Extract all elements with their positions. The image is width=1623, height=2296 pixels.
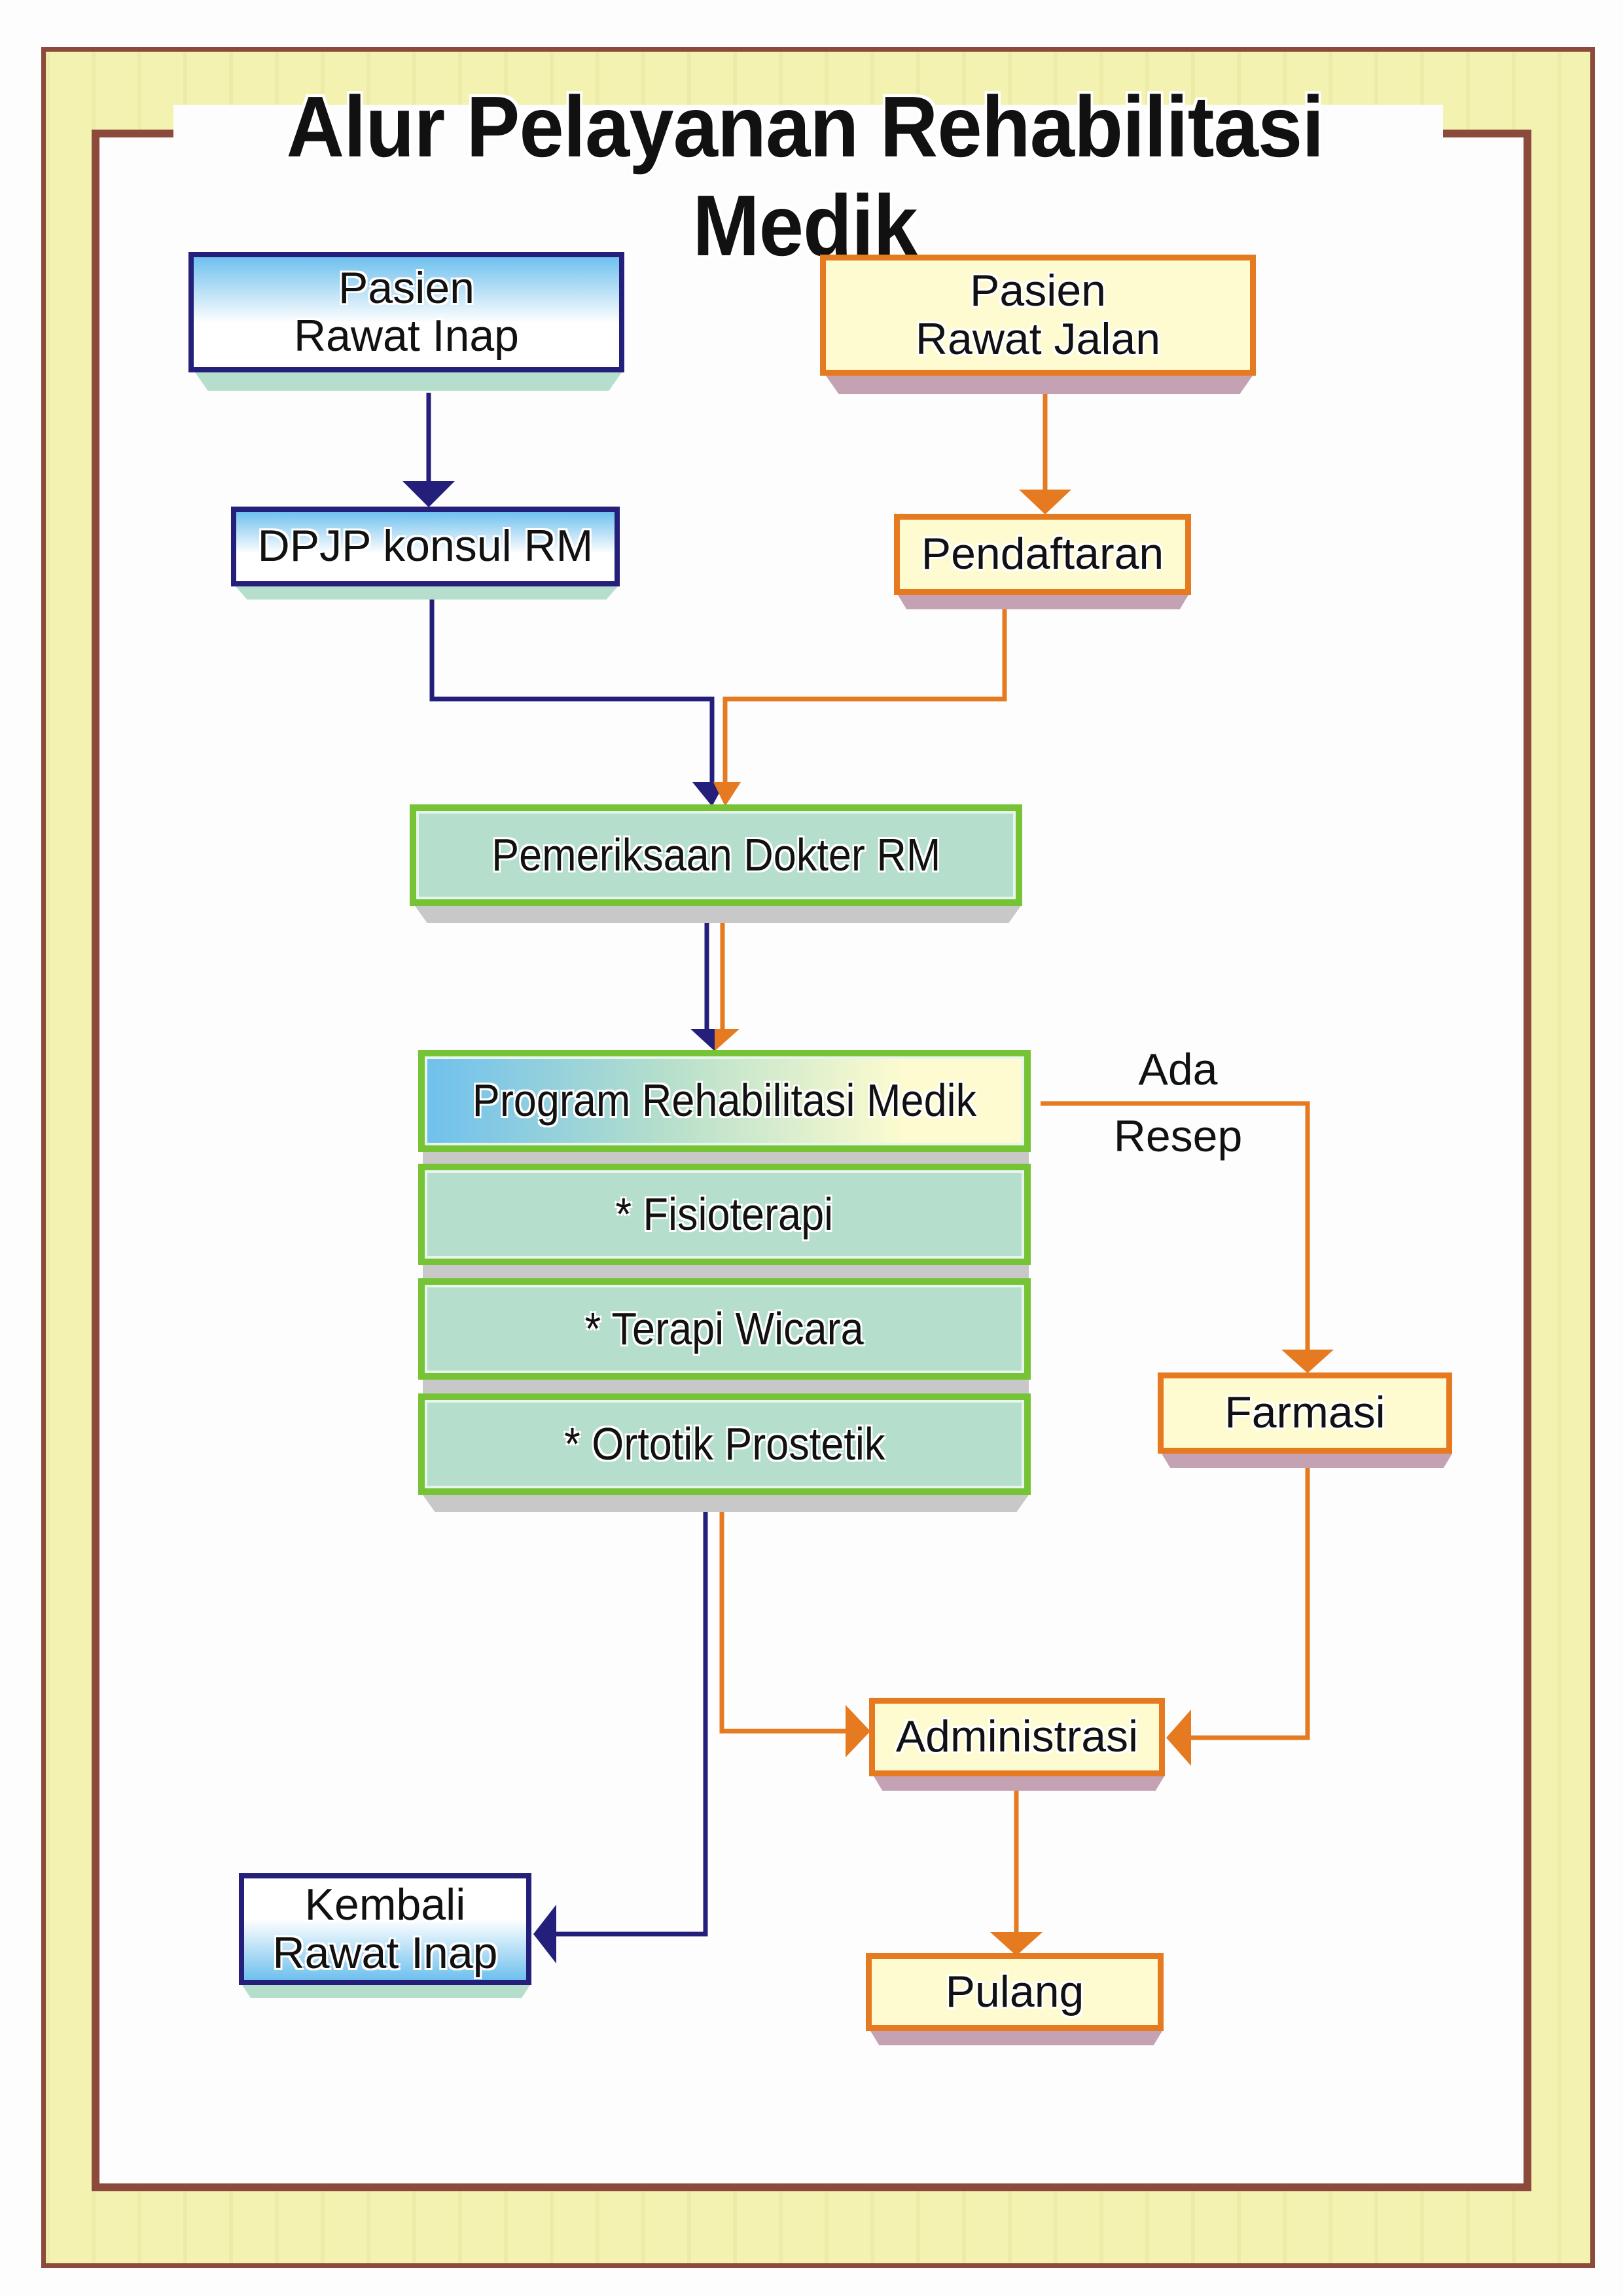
node-program-rehabilitasi-medik[interactable]: Program Rehabilitasi Medik: [418, 1050, 1031, 1152]
node-dpjp-konsul-rm[interactable]: DPJP konsul RM: [231, 507, 620, 586]
edge-label-ada: Ada: [1138, 1045, 1218, 1094]
node-label: * Terapi Wicara: [584, 1302, 864, 1354]
box-shadow: [242, 1985, 530, 1998]
edge-label-resep: Resep: [1113, 1111, 1243, 1161]
edge-ortotik-to-administrasi: [719, 1505, 870, 1757]
box-shadow: [423, 1152, 1029, 1164]
edge-pendaftaran-to-pemeriksaan: [713, 609, 1007, 806]
node-label: Program Rehabilitasi Medik: [472, 1075, 977, 1126]
box-shadow: [423, 1265, 1029, 1278]
node-label: Farmasi: [1224, 1388, 1385, 1438]
edge-ortotik-to-kembali: [533, 1505, 708, 1964]
node-label: * Ortotik Prostetik: [563, 1418, 885, 1469]
node-ortotik-prostetik[interactable]: * Ortotik Prostetik: [418, 1393, 1031, 1495]
node-label: Kembali Rawat Inap: [272, 1880, 498, 1978]
node-kembali-rawat-inap[interactable]: Kembali Rawat Inap: [239, 1873, 531, 1985]
edge-pemeriksaan-to-program: [690, 923, 740, 1051]
node-label: Pasien Rawat Jalan: [915, 266, 1161, 364]
node-farmasi[interactable]: Farmasi: [1158, 1372, 1452, 1454]
node-administrasi[interactable]: Administrasi: [869, 1698, 1165, 1776]
node-label: Pasien Rawat Inap: [294, 262, 519, 361]
node-label: * Fisioterapi: [615, 1188, 834, 1240]
box-shadow: [870, 2031, 1162, 2045]
node-pasien-rawat-inap[interactable]: Pasien Rawat Inap: [188, 252, 624, 372]
edge-dpjp-to-pemeriksaan: [429, 599, 725, 806]
box-shadow: [874, 1776, 1164, 1791]
node-pemeriksaan-dokter-rm[interactable]: Pemeriksaan Dokter RM: [410, 804, 1022, 906]
box-shadow: [195, 372, 622, 391]
box-shadow: [423, 1495, 1029, 1512]
box-shadow: [423, 1380, 1029, 1393]
node-fisioterapi[interactable]: * Fisioterapi: [418, 1164, 1031, 1265]
page-title: Alur Pelayanan Rehabilitasi Medik: [286, 79, 1325, 274]
edge-program-to-farmasi: [1041, 1101, 1334, 1373]
box-shadow: [236, 586, 618, 600]
node-label: Pendaftaran: [921, 529, 1164, 579]
edge-rawat-inap-to-dpjp: [402, 393, 455, 507]
box-shadow: [898, 595, 1188, 609]
edge-rawat-jalan-to-pendaftaran: [1019, 393, 1071, 514]
node-label: DPJP konsul RM: [257, 521, 594, 571]
box-shadow: [415, 906, 1021, 923]
edge-administrasi-to-pulang: [990, 1790, 1043, 1956]
box-shadow: [1162, 1454, 1452, 1468]
node-pendaftaran[interactable]: Pendaftaran: [894, 514, 1191, 595]
node-pulang[interactable]: Pulang: [866, 1953, 1164, 2031]
box-shadow: [826, 376, 1253, 394]
node-terapi-wicara[interactable]: * Terapi Wicara: [418, 1278, 1031, 1380]
node-label: Pulang: [945, 1966, 1084, 2017]
node-label: Pemeriksaan Dokter RM: [491, 829, 941, 880]
node-pasien-rawat-jalan[interactable]: Pasien Rawat Jalan: [820, 255, 1256, 376]
node-label: Administrasi: [895, 1712, 1139, 1762]
title-backdrop: [173, 105, 1443, 164]
edge-farmasi-to-administrasi: [1166, 1466, 1310, 1766]
